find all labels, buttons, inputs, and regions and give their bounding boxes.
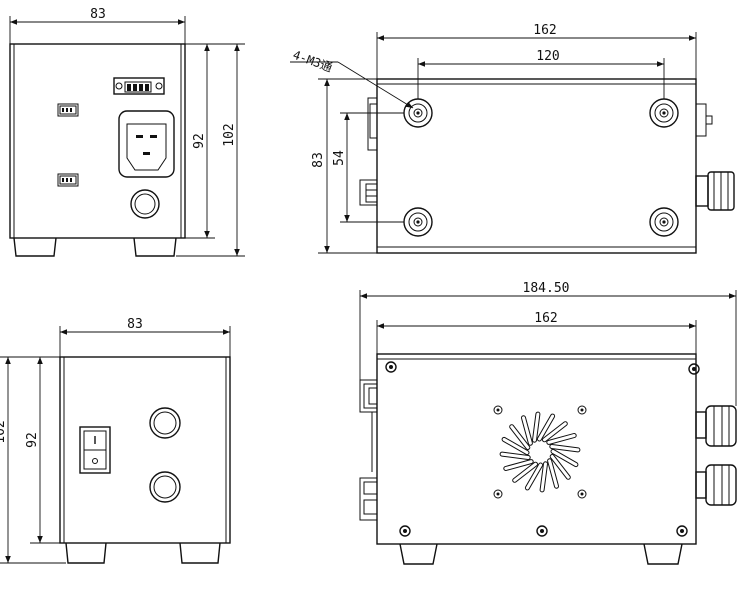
vent-slot-inner (547, 434, 576, 444)
vent-slot-inner (500, 452, 530, 459)
vent-slot-inner (550, 455, 570, 479)
fan-vent (493, 405, 587, 499)
vent-slot-inner (540, 462, 547, 492)
screw-bottom-middle (536, 525, 548, 537)
front-knob-lower (149, 471, 181, 503)
mounting-hole-bottom-left (403, 207, 433, 237)
rear-height-body-label: 92 (192, 133, 207, 149)
pin-header-connector-upper (57, 103, 79, 117)
fuse-holder-knob (130, 189, 160, 219)
screw-top-right (688, 363, 700, 375)
fan-screw-top-right (577, 405, 587, 415)
front-view: 83 92 102 (0, 317, 231, 564)
top-hole-depth-label: 54 (332, 150, 347, 166)
fan-vent-slots (499, 411, 581, 493)
front-height-body-label: 92 (25, 432, 40, 448)
power-rocker-switch (79, 426, 111, 474)
screw-bottom-right (676, 525, 688, 537)
fan-screw-top-left (493, 405, 503, 415)
top-view: 162 120 83 54 4-M3通 (290, 23, 735, 254)
vent-slot-inner (537, 414, 555, 441)
mounting-hole-top-right (649, 98, 679, 128)
side-view: 184.50 162 (359, 281, 737, 565)
pin-header-connector-lower (57, 173, 79, 187)
side-knob-lower (695, 464, 737, 506)
vent-slot-inner (525, 463, 543, 490)
rear-view: 83 92 102 (9, 7, 245, 257)
vent-slot-inner (510, 425, 530, 449)
iec-power-inlet (118, 110, 175, 178)
vent-slot-inner (548, 459, 558, 488)
fan-screw-bottom-left (493, 489, 503, 499)
fan-screw-bottom-right (577, 489, 587, 499)
vent-slot-inner (543, 422, 567, 442)
front-width-label: 83 (127, 317, 143, 332)
side-length-total-label: 184.50 (523, 281, 570, 296)
side-knob-upper (695, 405, 737, 447)
front-knob-upper (149, 407, 181, 439)
top-length-label: 162 (533, 23, 556, 38)
rear-height-total-label: 102 (222, 123, 237, 146)
top-hole-spacing-label: 120 (536, 49, 559, 64)
front-height-total-label: 102 (0, 420, 8, 443)
hole-callout-label: 4-M3通 (291, 48, 334, 75)
vent-slot-inner (551, 449, 578, 467)
vent-slot-inner (513, 462, 537, 482)
top-depth-label: 83 (311, 152, 326, 168)
mounting-hole-bottom-right (649, 207, 679, 237)
vent-slot-inner (522, 416, 532, 445)
screw-bottom-left (399, 525, 411, 537)
rear-width-label: 83 (90, 7, 106, 22)
mounting-hole-top-left (403, 98, 433, 128)
vent-slot-inner (533, 412, 540, 442)
vent-slot-inner (502, 437, 529, 455)
vent-slot-inner (504, 460, 533, 470)
side-length-body-label: 162 (534, 311, 557, 326)
screw-top-left (385, 361, 397, 373)
vent-slot-inner (550, 445, 580, 452)
terminal-block-connector (113, 77, 165, 95)
